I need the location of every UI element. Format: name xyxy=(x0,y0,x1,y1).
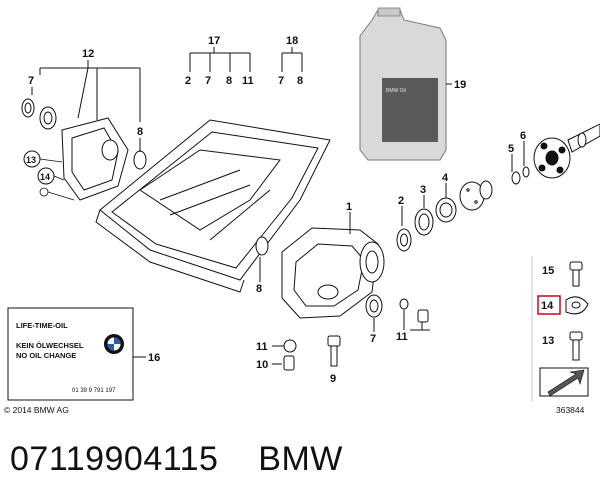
drive-shaft xyxy=(567,123,600,153)
callout-10[interactable]: 10 xyxy=(256,359,268,371)
callout-13-circled[interactable]: 13 xyxy=(23,150,41,168)
callout-7[interactable]: 7 xyxy=(205,75,211,87)
callout-13[interactable]: 13 xyxy=(542,335,554,347)
callout-7[interactable]: 7 xyxy=(370,333,376,345)
copyright-notice: © 2014 BMW AG xyxy=(4,405,69,415)
bracket-17 xyxy=(189,47,251,72)
bolt-13-icon xyxy=(569,331,583,361)
flange xyxy=(459,180,493,211)
callout-3[interactable]: 3 xyxy=(420,184,426,196)
differential-housing-1 xyxy=(281,227,385,319)
callout-7[interactable]: 7 xyxy=(28,75,34,87)
bracket-12 xyxy=(39,60,141,122)
callout-1[interactable]: 1 xyxy=(346,201,352,213)
callout-8[interactable]: 8 xyxy=(137,126,143,138)
callout-19[interactable]: 19 xyxy=(454,79,466,91)
callout-5[interactable]: 5 xyxy=(508,143,514,155)
callout-8[interactable]: 8 xyxy=(256,283,262,295)
caption-part-number: 07119904115 xyxy=(10,440,219,478)
svg-text:KEIN ÖLWECHSEL: KEIN ÖLWECHSEL xyxy=(16,341,84,350)
seal-ring-7 xyxy=(21,98,57,130)
svg-text:NO OIL CHANGE: NO OIL CHANGE xyxy=(16,351,76,360)
callout-4[interactable]: 4 xyxy=(442,172,449,184)
housing-cover-12 xyxy=(61,117,129,201)
callout-12[interactable]: 12 xyxy=(82,48,94,60)
washer-11 xyxy=(283,339,297,353)
caption-brand: BMW xyxy=(258,440,343,478)
callout-7[interactable]: 7 xyxy=(278,75,284,87)
bearing-3 xyxy=(414,208,434,236)
plug-11 xyxy=(399,298,429,323)
callout-14-circled[interactable]: 14 xyxy=(37,167,55,185)
bolt-15-icon xyxy=(569,261,583,287)
o-ring-8 xyxy=(133,150,147,170)
callout-9[interactable]: 9 xyxy=(330,373,336,385)
bolt-small-icon xyxy=(39,187,75,201)
bolt-9 xyxy=(327,335,341,367)
oil-pan xyxy=(95,119,331,293)
callout-17[interactable]: 17 xyxy=(208,35,220,47)
svg-text:13: 13 xyxy=(26,155,36,165)
svg-text:LIFE-TIME-OIL: LIFE-TIME-OIL xyxy=(16,321,68,330)
callout-8[interactable]: 8 xyxy=(226,75,232,87)
seal-4 xyxy=(435,197,457,223)
callout-2[interactable]: 2 xyxy=(398,195,404,207)
oil-label-16: LIFE-TIME-OIL KEIN ÖLWECHSEL NO OIL CHAN… xyxy=(7,307,134,401)
callout-11[interactable]: 11 xyxy=(242,75,254,87)
seal-7 xyxy=(365,294,383,318)
oil-bottle-19: BMW Oil xyxy=(359,7,447,161)
svg-text:14: 14 xyxy=(541,300,554,312)
callout-18[interactable]: 18 xyxy=(286,35,298,47)
callout-6[interactable]: 6 xyxy=(520,130,526,142)
diagram-id: 363844 xyxy=(556,405,585,415)
part-caption: 07119904115 BMW xyxy=(10,440,343,479)
nut-6 xyxy=(522,166,530,178)
flex-disc xyxy=(533,137,571,179)
svg-text:14: 14 xyxy=(40,172,50,182)
callout-11[interactable]: 11 xyxy=(256,341,268,353)
washer-5 xyxy=(511,171,521,185)
svg-text:BMW Oil: BMW Oil xyxy=(386,88,406,94)
callout-8[interactable]: 8 xyxy=(297,75,303,87)
plug-10 xyxy=(283,355,295,371)
seal-2 xyxy=(396,228,412,252)
callout-15[interactable]: 15 xyxy=(542,265,554,277)
callout-2[interactable]: 2 xyxy=(185,75,191,87)
bracket-18 xyxy=(281,47,303,72)
arrow-icon xyxy=(539,367,589,397)
parts-diagram: 12 7 8 13 14 17 xyxy=(7,7,600,402)
callout-11[interactable]: 11 xyxy=(396,331,408,343)
callout-16[interactable]: 16 xyxy=(148,352,160,364)
washer-14-icon xyxy=(565,296,589,315)
bmw-logo xyxy=(104,334,124,354)
svg-text:01 39 9 791 197: 01 39 9 791 197 xyxy=(72,388,116,394)
callout-14-highlight[interactable]: 14 xyxy=(537,295,561,315)
